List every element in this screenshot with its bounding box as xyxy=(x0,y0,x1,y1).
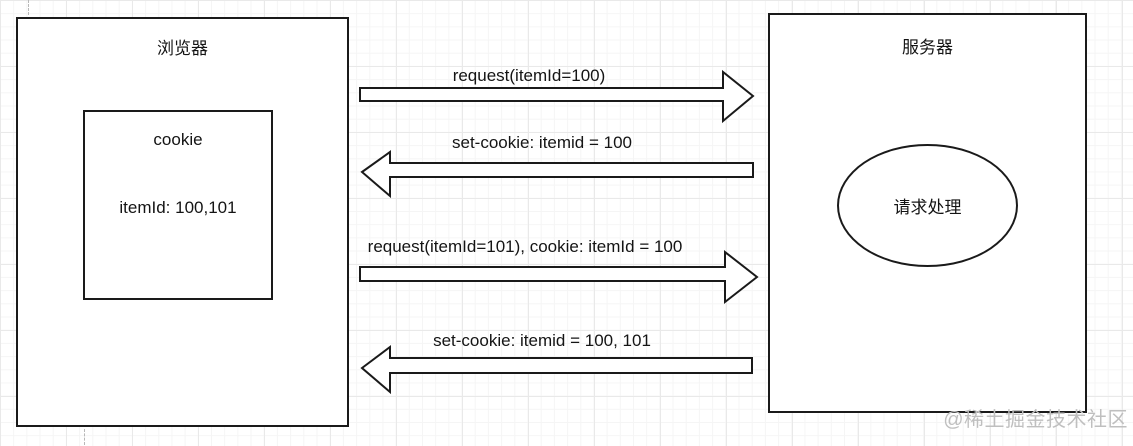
watermark: @稀土掘金技术社区 xyxy=(943,409,1128,431)
server-box-title: 服务器 xyxy=(902,38,953,57)
server-box: 服务器 请求处理 xyxy=(768,13,1087,413)
message-label-request-1: request(itemId=100) xyxy=(452,66,606,85)
message-label-set-cookie-2: set-cookie: itemid = 100, 101 xyxy=(433,331,651,350)
request-processing-label: 请求处理 xyxy=(893,198,962,217)
browser-box-title: 浏览器 xyxy=(157,39,208,58)
message-label-set-cookie-1: set-cookie: itemid = 100 xyxy=(451,133,633,152)
cookie-box-title: cookie xyxy=(153,130,203,149)
arrow-right-request-2-icon xyxy=(359,249,759,305)
browser-box: 浏览器 cookie itemId: 100,101 xyxy=(16,17,349,427)
message-label-request-2: request(itemId=101), cookie: itemId = 10… xyxy=(367,237,683,256)
cookie-box: cookie itemId: 100,101 xyxy=(83,110,273,300)
arrow-left-set-cookie-1-icon xyxy=(360,150,754,199)
page-boundary-dash-top xyxy=(28,0,29,15)
page-boundary-dash-bottom xyxy=(84,429,85,445)
cookie-value: itemId: 100,101 xyxy=(119,198,237,217)
arrow-left-set-cookie-2-icon xyxy=(360,345,753,395)
request-processing-ellipse: 请求处理 xyxy=(837,144,1018,267)
